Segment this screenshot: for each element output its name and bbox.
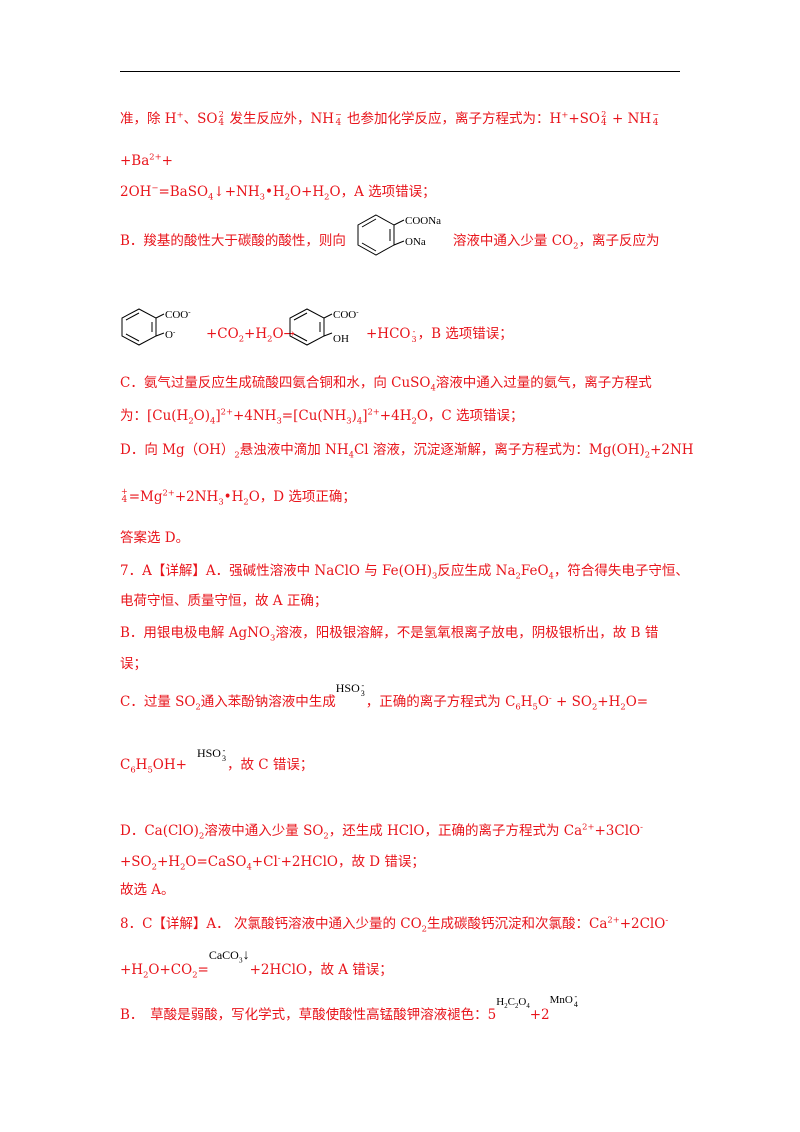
text-line: +CO2+H2O→ bbox=[206, 326, 295, 344]
svg-text:COO-: COO- bbox=[165, 308, 191, 321]
text-line: C6H5OH+HSO-3，故 C 错误； bbox=[120, 746, 314, 775]
text-line: B．用银电极电解 AgNO3溶液，阳极银溶解，不是氢氧根离子放电，阴极银析出，故… bbox=[120, 625, 659, 643]
text-line: B． 草酸是弱酸，写化学式，草酸使酸性高锰酸钾溶液褪色：5H2C2O4+2MnO… bbox=[120, 992, 578, 1024]
text-line: D．向 Mg（OH）2悬浊液中滴加 NH4Cl 溶液，沉淀逐渐解，离子方程式为：… bbox=[120, 442, 694, 460]
text-line: 电荷守恒、质量守恒，故 A 正确； bbox=[120, 593, 328, 609]
text-line: C．过量 SO2通入苯酚钠溶液中生成HSO-3，正确的离子方程式为 C6H5O-… bbox=[120, 681, 649, 712]
header-rule bbox=[120, 71, 680, 72]
ona-label: ONa bbox=[405, 236, 426, 248]
text-line: 误； bbox=[120, 656, 147, 672]
stacked-charge: −4 bbox=[652, 110, 659, 128]
text-line: +HCO-3，B 选项错误； bbox=[366, 326, 513, 344]
text-line: C．氨气过量反应生成硫酸四氨合铜和水，向 CuSO4溶液中通入过量的氨气，离子方… bbox=[120, 375, 652, 393]
coona-label: COONa bbox=[405, 215, 441, 227]
svg-text:O-: O- bbox=[165, 328, 176, 341]
svg-text:OH: OH bbox=[333, 333, 349, 345]
text-line: +SO2+H2O=CaSO4+Cl-+2HClO，故 D 错误； bbox=[120, 852, 425, 872]
text-line: +H2O+CO2=CaCO3↓+2HClO，故 A 错误； bbox=[120, 948, 393, 980]
text-line: 7．A【详解】A．强碱性溶液中 NaClO 与 Fe(OH)3反应生成 Na2F… bbox=[120, 563, 689, 581]
text-line: B．羧基的酸性大于碳酸的酸性，则向溶液中通入少量 CO2，离子反应为 bbox=[120, 233, 660, 251]
text-line: 为：[Cu(H2O)4]2++4NH3=[Cu(NH3)4]2++4H2O，C … bbox=[120, 406, 524, 426]
text-line: +4=Mg2++2NH3•H2O，D 选项正确； bbox=[121, 487, 356, 507]
stacked-charge: −4 bbox=[335, 110, 342, 128]
text-line: 2OH−=BaSO4↓+NH3•H2O+H2O，A 选项错误； bbox=[120, 182, 436, 202]
sodium-salicylate-structure: COONa ONa bbox=[357, 214, 441, 256]
text-line: 8．C【详解】A． 次氯酸钙溶液中通入少量的 CO2生成碳酸钙沉淀和次氯酸：Ca… bbox=[120, 914, 669, 934]
text-line: D．Ca(ClO)2溶液中通入少量 SO2，还生成 HClO，正确的离子方程式为… bbox=[120, 821, 643, 841]
text-line: 答案选 D。 bbox=[120, 530, 190, 546]
salicylate-dianion-structure: COO- O- bbox=[121, 308, 191, 346]
text-line: +Ba2++ bbox=[120, 151, 173, 169]
salicylate-ion-structure: COO- OH bbox=[289, 308, 359, 346]
text-line: 故选 A。 bbox=[120, 882, 175, 898]
svg-text:COO-: COO- bbox=[333, 308, 359, 321]
